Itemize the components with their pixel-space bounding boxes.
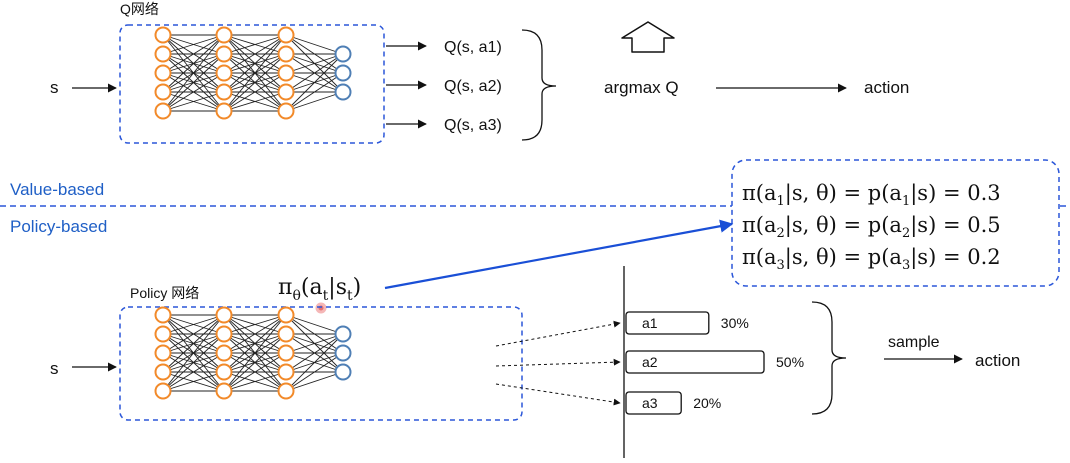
policy-network-graph bbox=[154, 306, 352, 400]
policy-neuron-1-5 bbox=[154, 382, 172, 400]
q-neuron-3-3 bbox=[277, 64, 295, 82]
policy-to-probability-arrow bbox=[384, 219, 734, 290]
policy-neuron-1-3 bbox=[154, 344, 172, 362]
q-neuron-2-5 bbox=[215, 102, 233, 120]
policy-based-label: Policy-based bbox=[10, 217, 107, 236]
policy-neuron-3-2 bbox=[277, 325, 295, 343]
bar-label-a1: a1 bbox=[642, 315, 658, 331]
bar-a3 bbox=[625, 391, 682, 415]
policy-network-title: Policy 网络 bbox=[130, 285, 199, 301]
policy-neuron-1-4 bbox=[154, 363, 172, 381]
probability-line-3: π(a3|s, θ) = p(a3|s) = 0.2 bbox=[742, 245, 1001, 273]
q-neuron-3-1 bbox=[277, 26, 295, 44]
sample-label: sample bbox=[888, 334, 940, 351]
policy-neuron-3-5 bbox=[277, 382, 295, 400]
q-neuron-1-4 bbox=[154, 83, 172, 101]
q-network-title: Q网络 bbox=[120, 1, 159, 17]
value-action-label: action bbox=[864, 78, 909, 97]
policy-output-arrow-2 bbox=[495, 358, 621, 367]
q-neuron-2-4 bbox=[215, 83, 233, 101]
bar-percent-a2: 50% bbox=[776, 354, 804, 370]
q-neuron-3-5 bbox=[277, 102, 295, 120]
q-neuron-2-3 bbox=[215, 64, 233, 82]
q-neuron-1-5 bbox=[154, 102, 172, 120]
q-network-box bbox=[119, 24, 385, 144]
policy-neuron-2-5 bbox=[215, 382, 233, 400]
q-neuron-4-1 bbox=[334, 45, 352, 63]
q-output-1: Q(s, a1) bbox=[444, 39, 502, 56]
policy-neuron-2-2 bbox=[215, 325, 233, 343]
bar-a1 bbox=[625, 311, 710, 335]
probability-bars: a1 30% a2 50% a3 20% bbox=[625, 311, 804, 415]
policy-neuron-3-4 bbox=[277, 363, 295, 381]
policy-neuron-3-1 bbox=[277, 306, 295, 324]
policy-neuron-2-1 bbox=[215, 306, 233, 324]
q-network-graph bbox=[154, 26, 352, 120]
q-output-2: Q(s, a2) bbox=[444, 78, 502, 95]
policy-symbol: πθ(at|st) bbox=[278, 275, 361, 304]
policy-network-box bbox=[119, 306, 523, 421]
argmax-label: argmax Q bbox=[604, 78, 679, 97]
policy-action-label: action bbox=[975, 351, 1020, 370]
q-input-s: s bbox=[50, 78, 59, 97]
policy-neuron-4-1 bbox=[334, 325, 352, 343]
bar-label-a3: a3 bbox=[642, 395, 658, 411]
bar-percent-a3: 20% bbox=[693, 395, 721, 411]
up-arrow-icon bbox=[621, 21, 675, 53]
bar-label-a2: a2 bbox=[642, 354, 658, 370]
svg-text:π(a2|s, θ) = p(a2|s) = 0.5: π(a2|s, θ) = p(a2|s) = 0.5 bbox=[742, 213, 1001, 241]
q-neuron-4-3 bbox=[334, 83, 352, 101]
q-output-brace bbox=[521, 29, 557, 141]
policy-output-arrow-1 bbox=[495, 320, 621, 347]
bar-percent-a1: 30% bbox=[721, 315, 749, 331]
value-based-label: Value-based bbox=[10, 180, 104, 199]
q-neuron-3-2 bbox=[277, 45, 295, 63]
q-output-3: Q(s, a3) bbox=[444, 117, 502, 134]
cursor-highlight-dot bbox=[315, 302, 327, 314]
q-neuron-2-1 bbox=[215, 26, 233, 44]
q-neuron-1-2 bbox=[154, 45, 172, 63]
policy-neuron-4-2 bbox=[334, 344, 352, 362]
svg-text:πθ(at|st): πθ(at|st) bbox=[278, 275, 361, 304]
policy-neuron-1-2 bbox=[154, 325, 172, 343]
q-neuron-4-2 bbox=[334, 64, 352, 82]
bars-brace bbox=[811, 301, 847, 415]
policy-output-arrow-3 bbox=[495, 383, 621, 406]
policy-neuron-1-1 bbox=[154, 306, 172, 324]
policy-neuron-2-4 bbox=[215, 363, 233, 381]
svg-text:π(a3|s, θ) = p(a3|s) = 0.2: π(a3|s, θ) = p(a3|s) = 0.2 bbox=[742, 245, 1001, 273]
q-neuron-1-1 bbox=[154, 26, 172, 44]
probability-line-2: π(a2|s, θ) = p(a2|s) = 0.5 bbox=[742, 213, 1001, 241]
policy-input-s: s bbox=[50, 359, 59, 378]
policy-neuron-3-3 bbox=[277, 344, 295, 362]
policy-neuron-4-3 bbox=[334, 363, 352, 381]
q-neuron-2-2 bbox=[215, 45, 233, 63]
policy-neuron-2-3 bbox=[215, 344, 233, 362]
probability-line-1: π(a1|s, θ) = p(a1|s) = 0.3 bbox=[742, 181, 1001, 209]
svg-text:π(a1|s, θ) = p(a1|s) = 0.3: π(a1|s, θ) = p(a1|s) = 0.3 bbox=[742, 181, 1001, 209]
bar-a2 bbox=[625, 350, 765, 374]
q-neuron-1-3 bbox=[154, 64, 172, 82]
q-neuron-3-4 bbox=[277, 83, 295, 101]
